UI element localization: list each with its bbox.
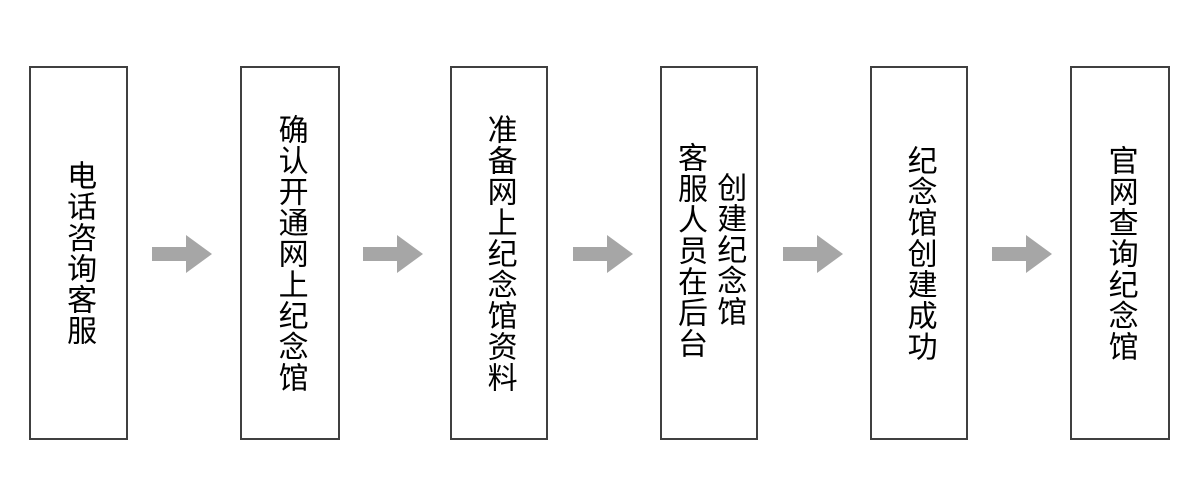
process-node-4-label-column-2: 创建纪念馆	[711, 172, 747, 327]
process-node-1[interactable]: 电话咨询客服	[29, 66, 128, 440]
process-node-1-label: 电话咨询客服	[61, 160, 97, 346]
connector-arrow-3	[573, 235, 633, 273]
process-node-6-label: 官网查询纪念馆	[1102, 144, 1138, 362]
process-node-3-label: 准备网上纪念馆资料	[481, 113, 517, 393]
connector-arrow-4	[783, 235, 843, 273]
process-node-2[interactable]: 确认开通网上纪念馆	[240, 66, 340, 440]
process-node-4-label-column-1: 客服人员在后台	[672, 142, 707, 359]
connector-arrow-5	[992, 235, 1052, 273]
connector-arrow-2	[363, 235, 423, 273]
process-node-3[interactable]: 准备网上纪念馆资料	[450, 66, 548, 440]
process-node-5[interactable]: 纪念馆创建成功	[870, 66, 968, 440]
process-node-4[interactable]: 创建纪念馆 客服人员在后台	[660, 66, 758, 440]
process-node-6[interactable]: 官网查询纪念馆	[1070, 66, 1170, 440]
connector-arrow-1	[152, 235, 212, 273]
process-node-5-label: 纪念馆创建成功	[901, 144, 937, 362]
process-node-2-label: 确认开通网上纪念馆	[272, 113, 308, 393]
